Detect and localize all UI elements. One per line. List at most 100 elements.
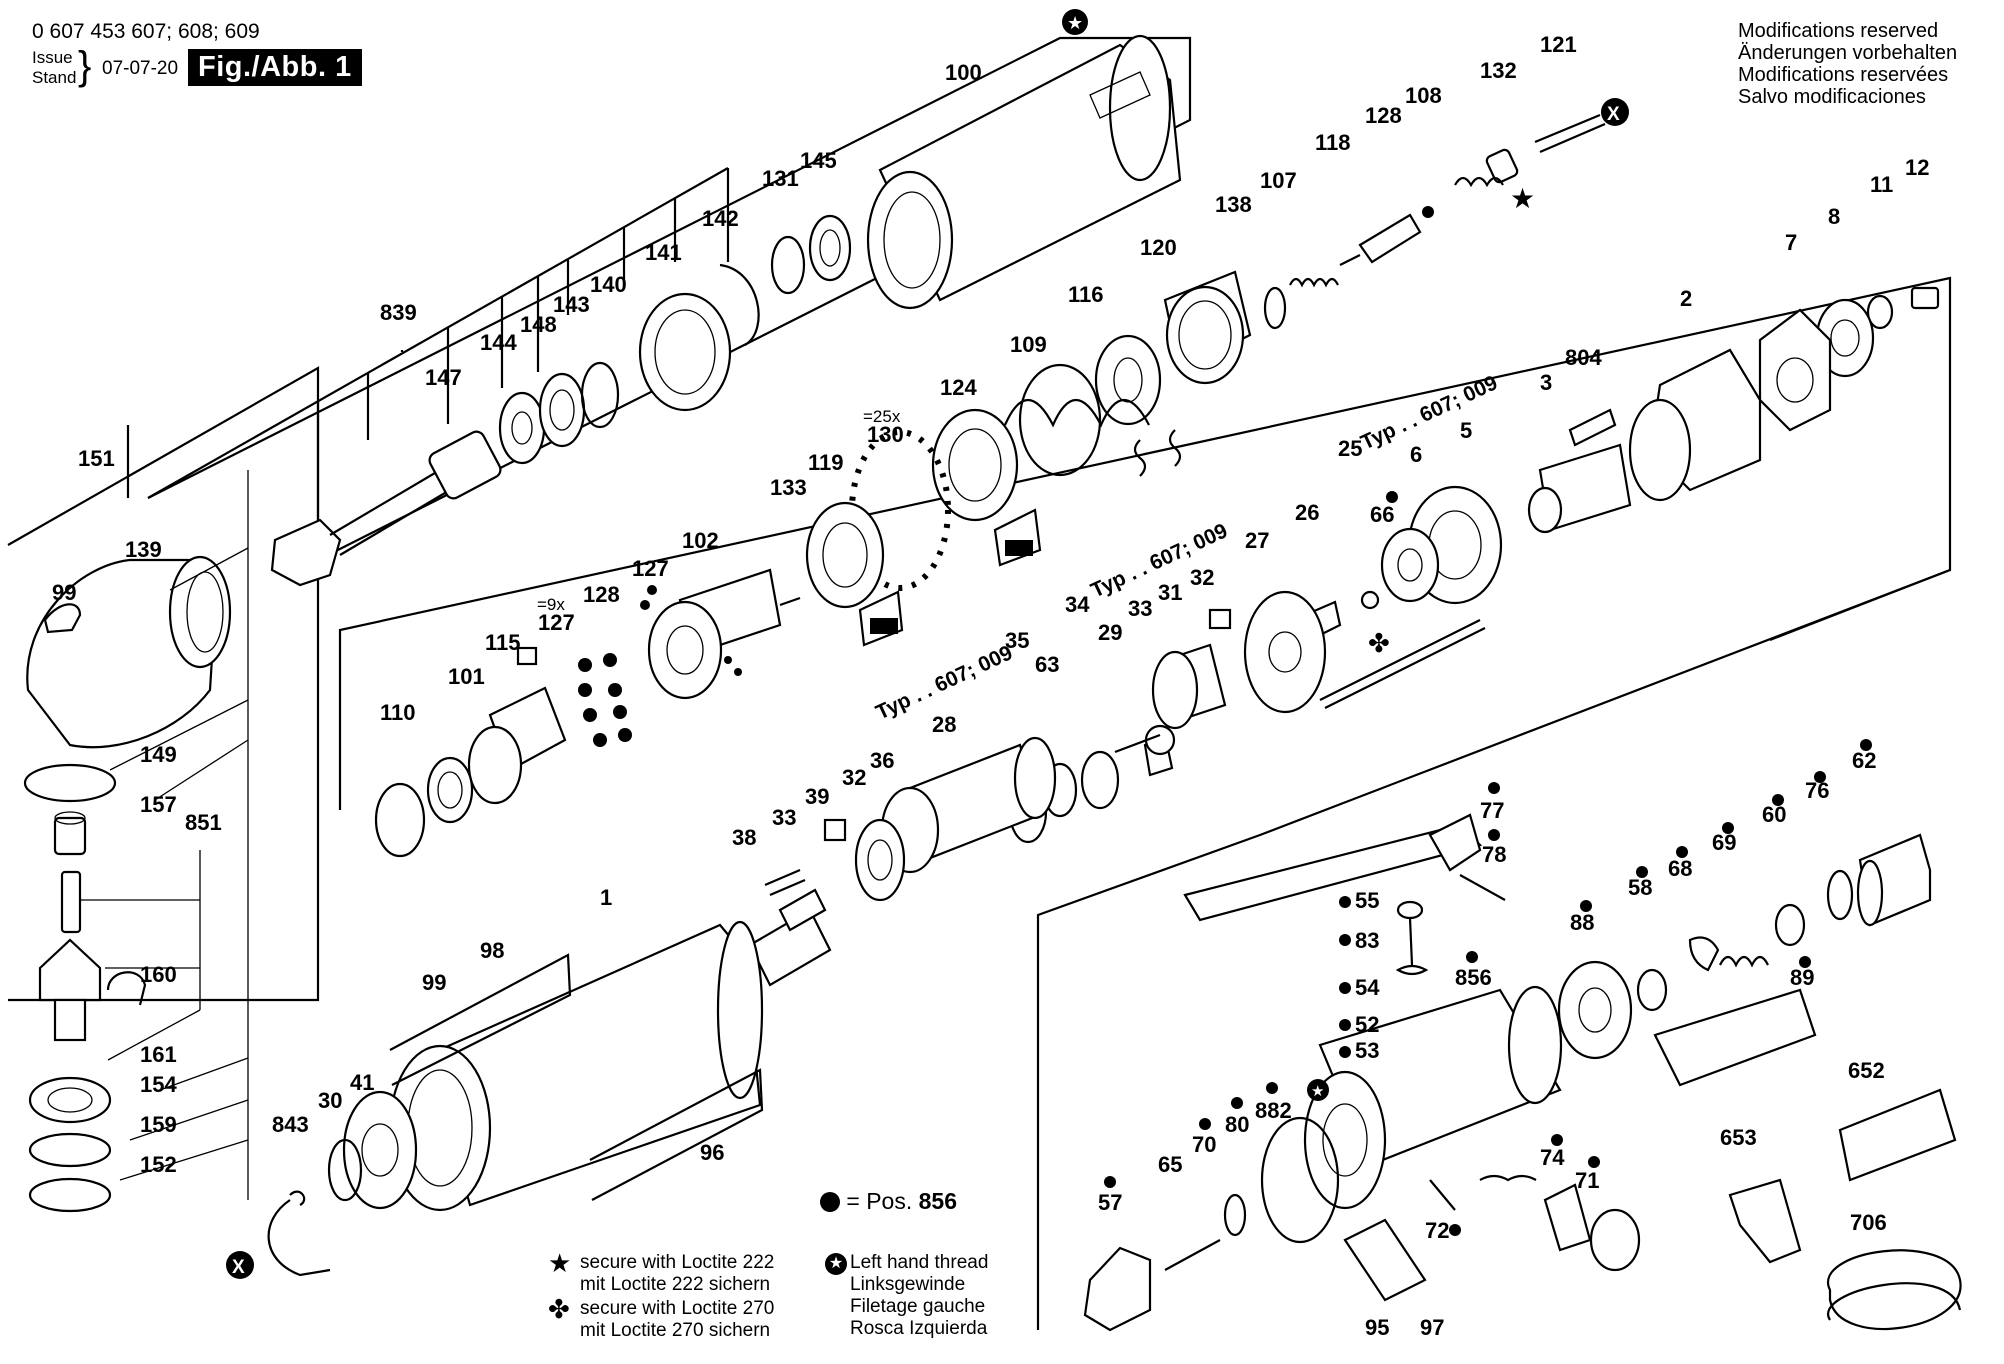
label-63: 63 <box>1035 652 1059 677</box>
label-145: 145 <box>800 148 837 173</box>
label-65: 65 <box>1158 1152 1182 1177</box>
legend-dot-value: 856 <box>918 1188 958 1214</box>
legend-dot-text: = Pos. <box>846 1188 913 1214</box>
label-140: 140 <box>590 272 627 297</box>
label-161: 161 <box>140 1042 177 1067</box>
label-110: 110 <box>380 700 416 725</box>
label-68: 68 <box>1668 856 1692 881</box>
valve-parts-lower <box>1083 813 1962 1332</box>
part-numbers: 0 607 453 607; 608; 609 <box>32 20 260 43</box>
position-856-dots <box>1104 491 1872 1236</box>
legend-loctite270-de: mit Loctite 270 sichern <box>580 1320 771 1341</box>
label-2: 2 <box>1680 286 1692 311</box>
label-74: 74 <box>1540 1145 1565 1170</box>
housing-1 <box>267 920 764 1277</box>
leaders-left <box>80 470 249 1200</box>
label-131: 131 <box>762 166 799 191</box>
leader-bracket-839 <box>147 167 730 520</box>
label-147: 147 <box>425 365 462 390</box>
label-5: 5 <box>1460 418 1472 443</box>
label-78: 78 <box>1482 842 1506 867</box>
label-x-top: X <box>1607 104 1620 125</box>
legend-left-thread-de: Linksgewinde <box>850 1274 966 1295</box>
label-143: 143 <box>553 292 590 317</box>
modifications-en: Modifications reserved <box>1738 20 1939 42</box>
label-152: 152 <box>140 1152 177 1177</box>
label-30: 30 <box>318 1088 342 1113</box>
angle-head-group <box>23 555 232 1213</box>
label-70: 70 <box>1192 1132 1216 1157</box>
label-108: 108 <box>1405 83 1442 108</box>
stand-label: Stand <box>32 68 77 87</box>
shaft-839-parts <box>270 214 852 587</box>
label-9x: =9x <box>537 595 565 614</box>
modifications-es: Salvo modificaciones <box>1738 86 1926 108</box>
label-38: 38 <box>732 825 756 850</box>
label-52: 52 <box>1355 1012 1379 1037</box>
label-34: 34 <box>1065 592 1090 617</box>
balls-130 <box>849 429 951 591</box>
label-8: 8 <box>1828 204 1840 229</box>
svg-text:★: ★ <box>1067 13 1083 33</box>
motor-parts <box>1208 286 1940 714</box>
label-69: 69 <box>1712 830 1736 855</box>
label-53: 53 <box>1355 1038 1379 1063</box>
modifications-fr: Modifications reservées <box>1738 64 1949 86</box>
label-99a: 99 <box>52 580 76 605</box>
label-141: 141 <box>645 240 682 265</box>
label-804: 804 <box>1565 345 1602 370</box>
label-88: 88 <box>1570 910 1594 935</box>
legend-loctite222: secure with Loctite 222 mit Loctite 222 … <box>580 1252 774 1296</box>
label-83: 83 <box>1355 928 1379 953</box>
label-27: 27 <box>1245 528 1269 553</box>
left-thread-icon: ★ <box>825 1253 847 1275</box>
legend-dot: = Pos. 856 <box>820 1188 958 1214</box>
label-80: 80 <box>1225 1112 1249 1137</box>
clover-icon: ✤ <box>548 1294 570 1324</box>
issue-labels: Issue Stand <box>32 48 76 88</box>
label-116: 116 <box>1068 282 1104 307</box>
label-856: 856 <box>1455 965 1492 990</box>
legend-left-thread: Left hand thread Linksgewinde Filetage g… <box>850 1252 988 1340</box>
label-154: 154 <box>140 1072 177 1097</box>
label-72: 72 <box>1425 1218 1449 1243</box>
label-99b: 99 <box>422 970 446 995</box>
label-119: 119 <box>808 450 844 475</box>
label-127a: 127 <box>632 556 669 581</box>
legend-loctite222-en: secure with Loctite 222 <box>580 1252 775 1273</box>
label-57: 57 <box>1098 1190 1122 1215</box>
label-132: 132 <box>1480 58 1517 83</box>
label-41: 41 <box>350 1070 374 1095</box>
label-31: 31 <box>1158 580 1182 605</box>
label-149: 149 <box>140 742 177 767</box>
label-851: 851 <box>185 810 222 835</box>
label-843: 843 <box>272 1112 309 1137</box>
label-120: 120 <box>1140 235 1177 260</box>
symbol-markers: ★ ★ ★ ✤ X X <box>226 9 1629 1279</box>
label-28: 28 <box>932 712 956 737</box>
label-115: 115 <box>485 630 521 655</box>
label-97: 97 <box>1420 1315 1444 1340</box>
x-marker-top <box>1601 98 1629 126</box>
label-124: 124 <box>940 375 977 400</box>
label-96: 96 <box>700 1140 724 1165</box>
label-652: 652 <box>1848 1058 1885 1083</box>
label-39: 39 <box>805 784 829 809</box>
svg-text:★: ★ <box>1311 1083 1324 1100</box>
label-60: 60 <box>1762 802 1786 827</box>
label-706: 706 <box>1850 1210 1887 1235</box>
label-33b: 33 <box>772 805 796 830</box>
label-7: 7 <box>1785 230 1797 255</box>
star-icon: ★ <box>548 1248 572 1278</box>
label-142: 142 <box>702 206 739 231</box>
label-127b: 127 <box>538 610 575 635</box>
label-26: 26 <box>1295 500 1319 525</box>
label-98: 98 <box>480 938 504 963</box>
label-128b: 128 <box>583 582 620 607</box>
label-58: 58 <box>1628 875 1652 900</box>
x-marker-bottom <box>226 1251 254 1279</box>
legend-left-thread-fr: Filetage gauche <box>850 1296 986 1317</box>
label-151: 151 <box>78 446 115 471</box>
modifications-note: Modifications reserved Änderungen vorbeh… <box>1738 20 1957 108</box>
